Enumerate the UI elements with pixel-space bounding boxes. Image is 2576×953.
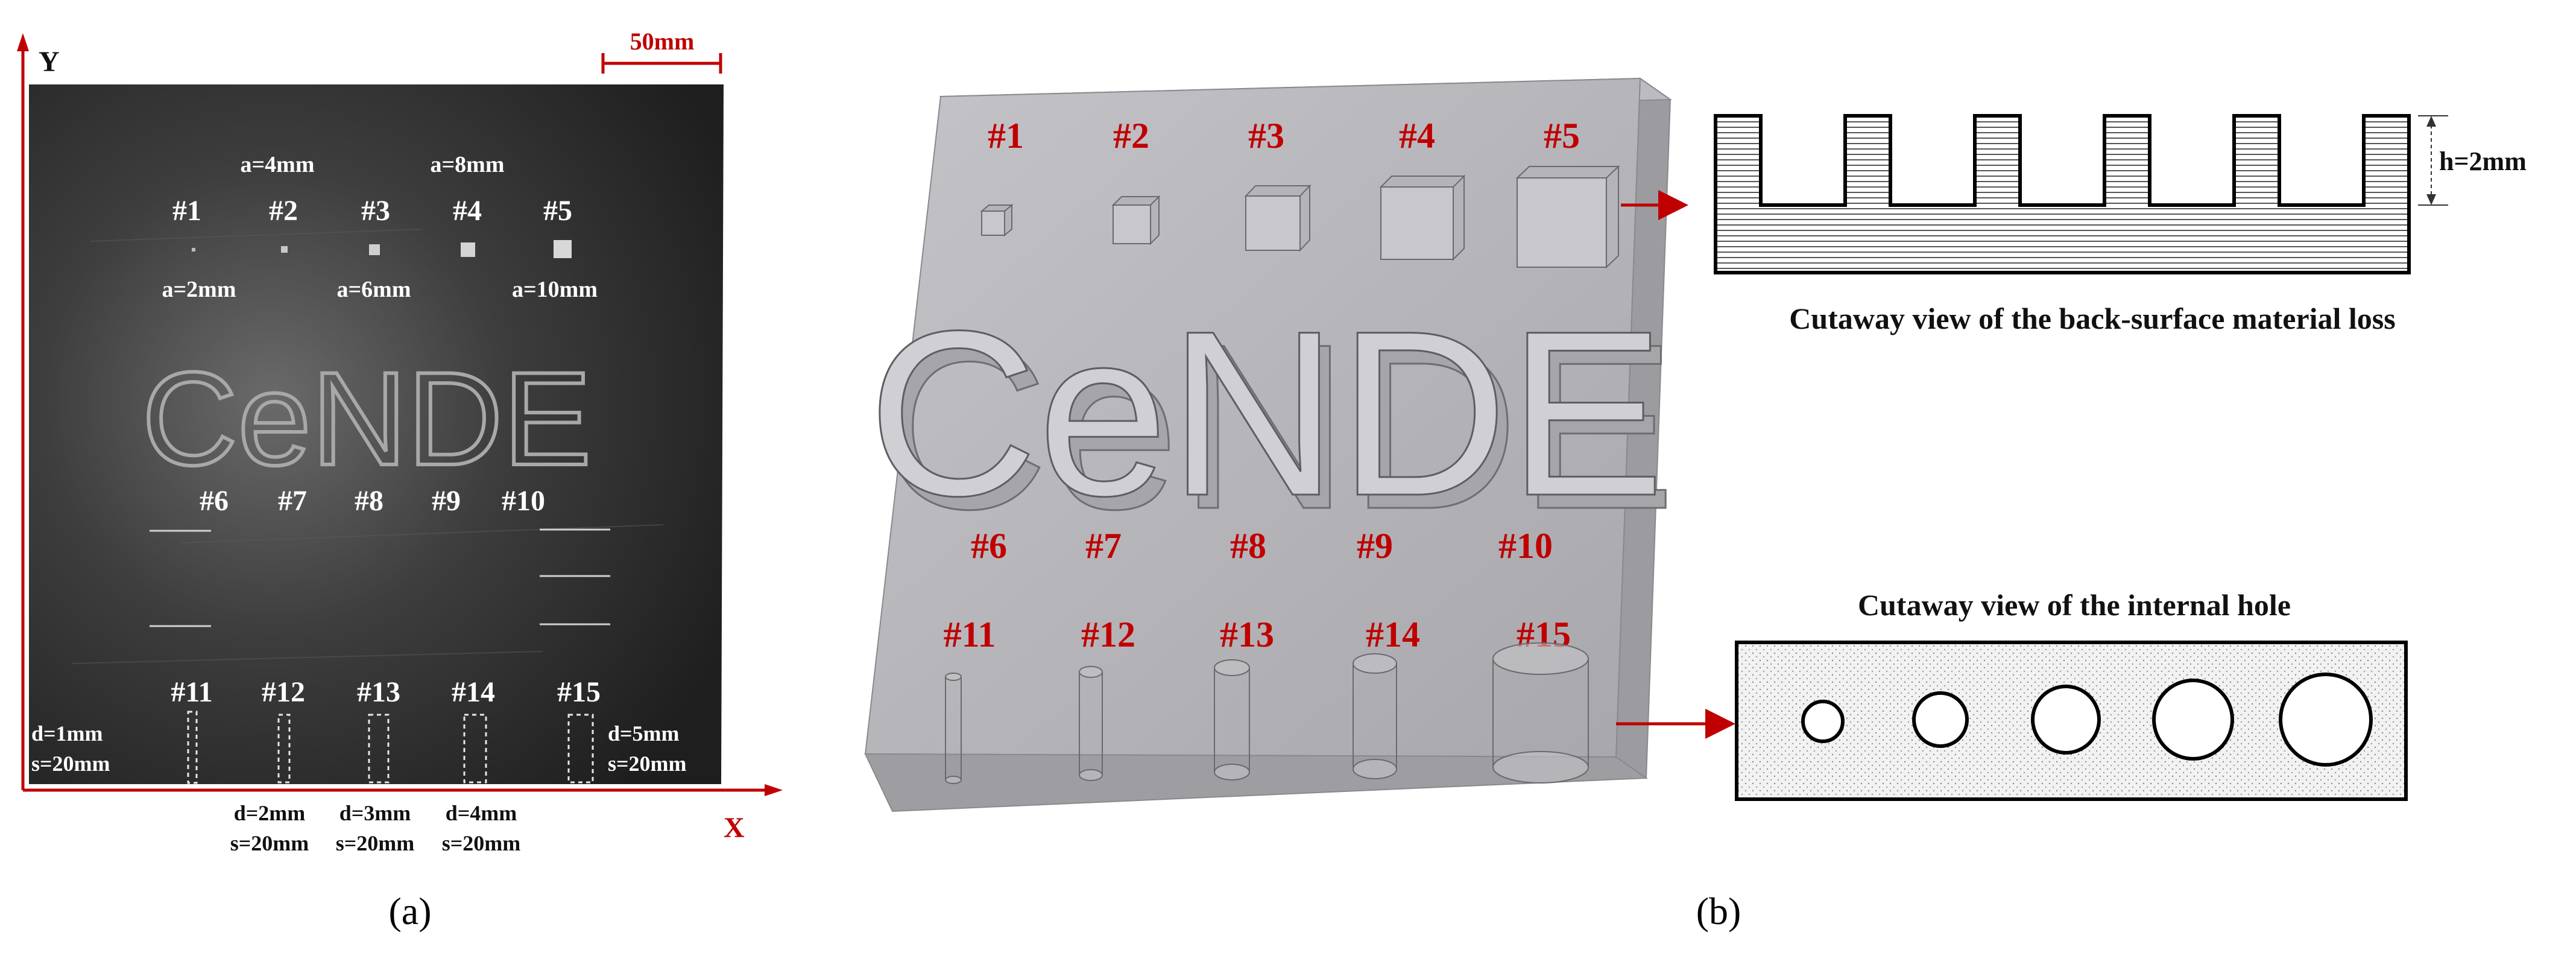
defect-label-10: #10 [502,485,545,517]
x-axis-label: X [724,812,745,844]
hole-circle-2 [1912,691,1969,748]
defect-label-7: #7 [278,485,307,517]
scale-bar-label: 50mm [630,28,695,55]
hole-d-12: d=2mm [234,801,306,825]
model-hole-15 [1492,642,1589,784]
defect-label-3: #3 [361,195,390,227]
model-block-1 [980,203,1014,237]
model-hole-13 [1214,659,1250,780]
model-label-1: #1 [988,116,1024,156]
defect-label-15: #15 [557,676,601,708]
x-axis-arrow-icon [765,784,783,796]
defect-label-13: #13 [357,676,400,708]
model-label-3: #3 [1248,116,1284,156]
hole-d-11: d=1mm [31,721,103,746]
y-axis-label: Y [39,46,60,78]
model-label-2: #2 [1113,116,1149,156]
plate-photo [29,84,724,784]
model-logo: CeNDE [868,282,1665,545]
model-hole-11 [945,673,962,784]
defect-mark-3 [369,244,380,255]
model-label-6: #6 [971,526,1007,566]
size-label-5: a=10mm [512,277,598,302]
hole-circle-4 [2152,679,2234,761]
hole-mark-15 [567,714,594,784]
hole-s-15: s=20mm [608,752,687,776]
caption-a: (a) [388,890,431,932]
hole-d-15: d=5mm [608,721,680,746]
hole-s-12: s=20mm [230,831,309,855]
model-block-2 [1111,195,1161,245]
model-bottom-face [864,753,1648,812]
defect-mark-2 [281,246,288,253]
hole-d-14: d=4mm [446,801,517,825]
defect-label-5: #5 [543,195,572,227]
defect-label-11: #11 [171,676,212,708]
defect-label-2: #2 [269,195,298,227]
loss-cutaway-title: Cutaway view of the back-surface materia… [1789,302,2395,335]
y-axis-arrow-icon [17,33,29,51]
model-label-12: #12 [1081,615,1135,654]
defect-label-1: #1 [172,195,201,227]
model-logo-shadow: CeNDE [879,295,1676,558]
defect-label-6: #6 [200,485,229,517]
model-label-13: #13 [1220,615,1274,654]
model-block-4 [1379,174,1466,261]
loss-cutaway-section [1714,114,2411,274]
size-label-3: a=6mm [337,277,411,302]
hole-s-13: s=20mm [336,831,415,855]
hole-mark-13 [368,714,390,784]
size-label-2: a=4mm [241,152,315,177]
model-label-8: #8 [1230,526,1266,566]
model-label-4: #4 [1399,116,1435,156]
size-label-4: a=8mm [431,152,505,177]
defect-label-9: #9 [432,485,461,517]
model-block-3 [1244,184,1312,252]
defect-label-4: #4 [453,195,482,227]
model-label-11: #11 [944,615,996,654]
logo-engraved: CeNDE [142,344,592,493]
defect-label-12: #12 [262,676,305,708]
hole-circle-5 [2279,673,2373,767]
hole-s-14: s=20mm [442,831,521,855]
model-hole-14 [1353,653,1397,779]
model-label-10: #10 [1498,526,1553,566]
hole-mark-14 [463,714,487,784]
hole-cutaway-title: Cutaway view of the internal hole [1858,588,2291,622]
defect-mark-1 [192,248,195,252]
model-hole-12 [1079,666,1103,781]
defect-mark-4 [461,242,475,257]
size-label-1: a=2mm [162,277,236,302]
panel-a: Y X 50mm a=4mm a=8mm #1 #2 #3 #4 #5 a=2m… [17,28,783,932]
panel-b: #1 #2 #3 #4 #5 [864,77,2527,932]
defect-mark-5 [554,240,572,258]
model-block-5 [1515,165,1620,269]
depth-label: h=2mm [2439,147,2527,176]
defect-label-8: #8 [355,485,384,517]
model-label-14: #14 [1366,615,1420,654]
defect-label-14: #14 [452,676,495,708]
hole-s-11: s=20mm [31,752,110,776]
hole-circle-3 [2031,685,2101,755]
hole-d-13: d=3mm [339,801,411,825]
model-label-9: #9 [1357,526,1393,566]
caption-b: (b) [1696,890,1741,932]
model-label-7: #7 [1085,526,1122,566]
hole-circle-1 [1801,700,1845,743]
model-label-5: #5 [1544,116,1580,156]
hole-mark-11 [187,711,198,784]
